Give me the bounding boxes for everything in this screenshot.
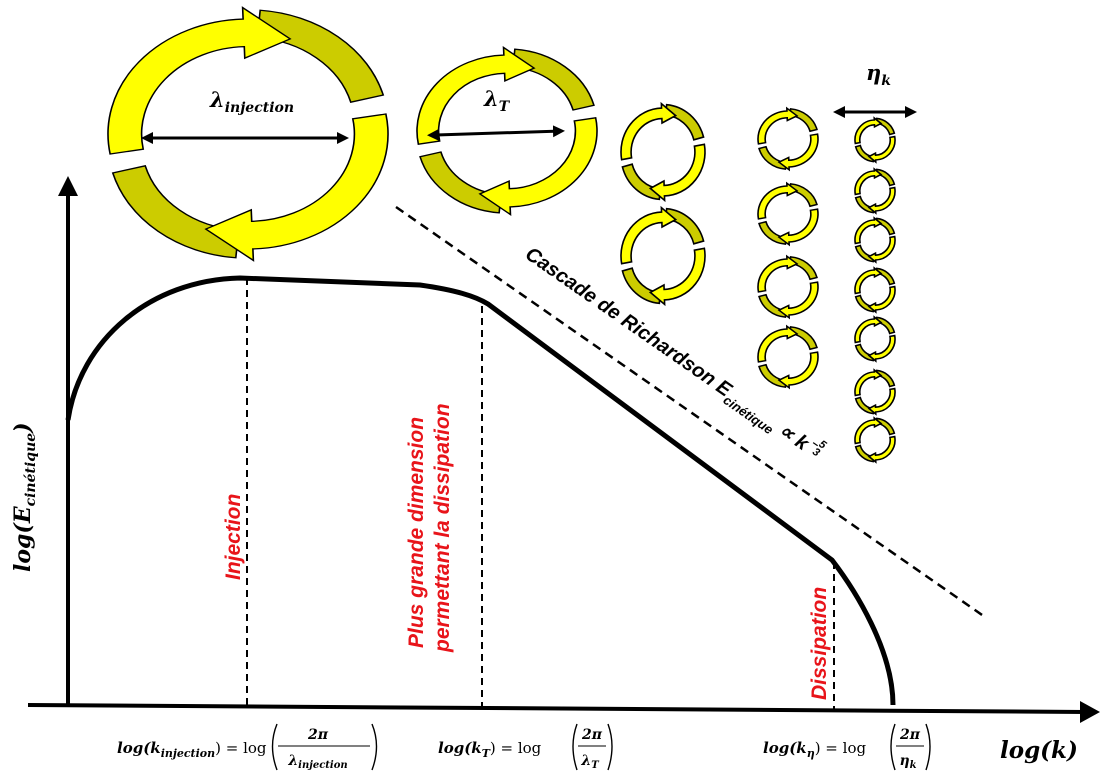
eddy-kolmogorov-1 — [854, 116, 896, 164]
y-axis-arrowhead — [58, 176, 78, 196]
svg-text:λT: λT — [580, 753, 600, 771]
cascade-label: Cascade de Richardson Ecinétique∝ k−53 — [519, 239, 829, 468]
eddy-kolmogorov-7 — [854, 416, 896, 464]
x-axis-arrowhead — [1080, 701, 1100, 723]
svg-text:log(kinjection) = log: log(kinjection) = log — [117, 739, 267, 760]
y-axis-label: log(Ecinétique) — [10, 422, 39, 572]
svg-text:log(kη) = log: log(kη) = log — [763, 739, 866, 760]
eddy-small-1 — [757, 106, 819, 172]
energy-spectrum-curve — [65, 275, 896, 706]
eddy-scale-illustration — [107, 6, 896, 464]
largest-dissipation-annotation-line2: permettant la dissipation — [431, 403, 454, 653]
x-axis — [27, 703, 1087, 714]
injection-scale-label: λinjection — [209, 87, 294, 116]
eddy-small-3 — [757, 254, 819, 320]
eddy-small-2 — [757, 181, 819, 247]
svg-text:2π: 2π — [899, 727, 921, 743]
eddy-injection-scale — [107, 6, 389, 262]
kolmogorov-scale-label: ηk — [866, 60, 891, 89]
eddy-kolmogorov-5 — [854, 315, 896, 363]
cascade-slope-line — [395, 205, 986, 619]
eddy-medium-1 — [620, 101, 706, 203]
svg-text:λinjection: λinjection — [287, 753, 347, 771]
x-axis-label: log(k) — [1000, 737, 1078, 764]
svg-text:2π: 2π — [307, 727, 329, 743]
tick-formula-k-taylor: log(kT) = log 2π λT — [438, 723, 613, 771]
taylor-scale-label: λT — [483, 86, 511, 115]
eddy-medium-2 — [620, 205, 706, 307]
injection-annotation: Injection — [222, 494, 245, 580]
eddy-kolmogorov-3 — [854, 216, 896, 264]
eddy-kolmogorov-4 — [854, 266, 896, 314]
svg-text:ηk: ηk — [899, 753, 916, 771]
svg-text:2π: 2π — [581, 727, 603, 743]
taylor-scale-arrow — [427, 125, 565, 141]
largest-dissipation-annotation-line1: Plus grande dimension — [405, 417, 428, 648]
dissipation-annotation: Dissipation — [808, 587, 831, 700]
svg-text:log(kT) = log: log(kT) = log — [438, 739, 542, 760]
tick-formula-k-injection: log(kinjection) = log 2π λinjection — [117, 723, 378, 771]
eddy-kolmogorov-2 — [854, 167, 896, 215]
eddy-small-4 — [757, 324, 819, 390]
eddy-taylor-scale — [416, 46, 598, 216]
tick-formula-k-kolmogorov: log(kη) = log 2π ηk — [763, 723, 931, 771]
eddy-kolmogorov-6 — [854, 368, 896, 416]
